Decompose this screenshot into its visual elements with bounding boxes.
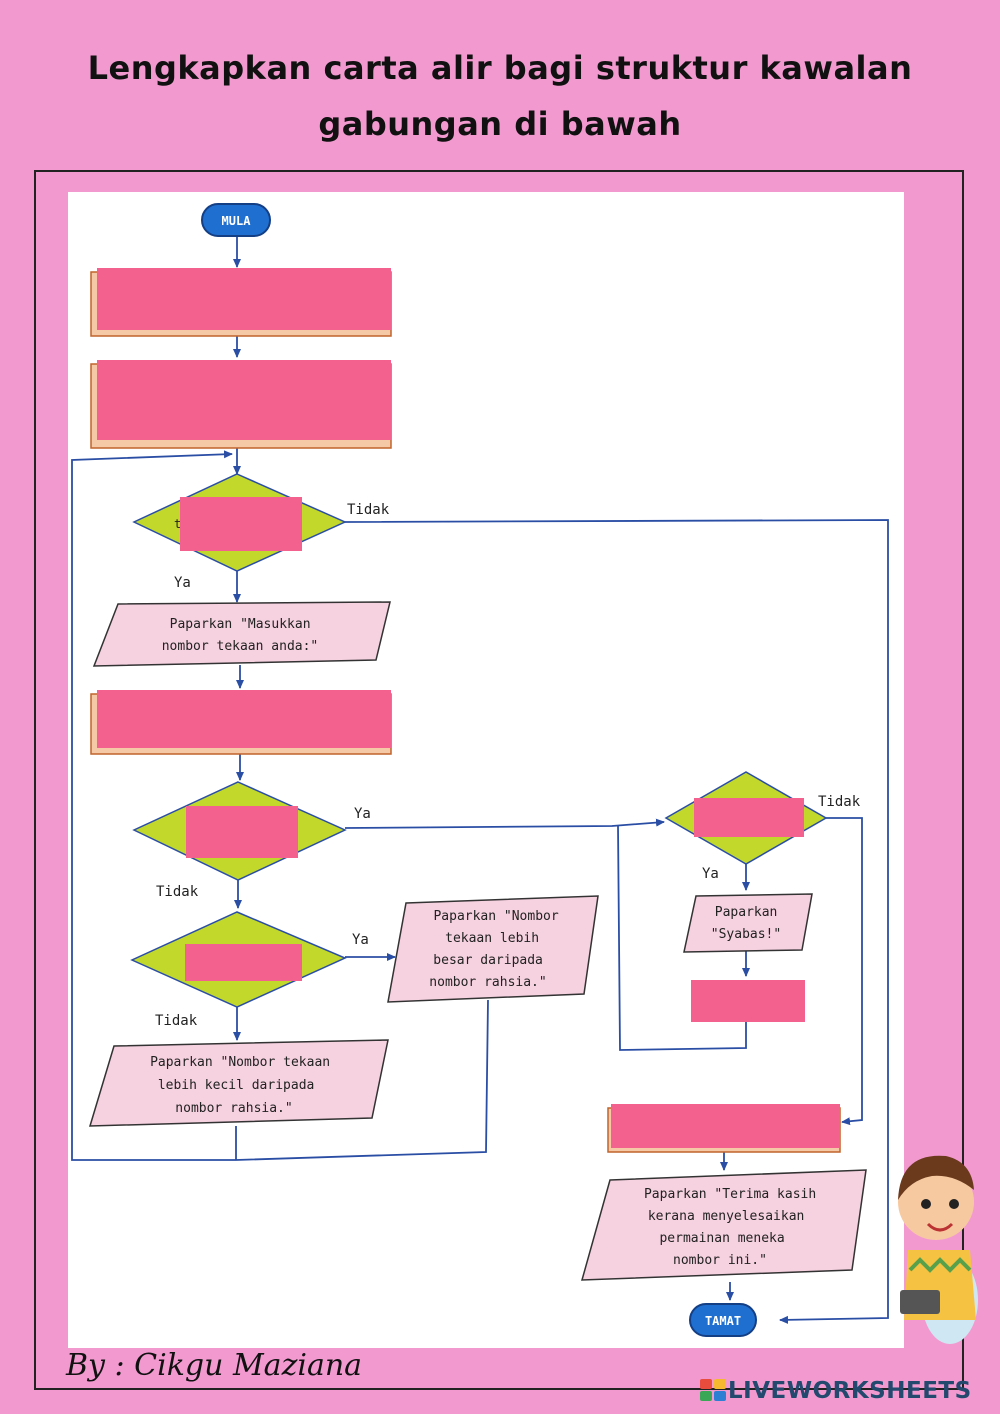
logo-icon [700,1379,726,1401]
kid-mascot-image [898,1155,978,1344]
page-title: Lengkapkan carta alir bagi struktur kawa… [60,40,940,152]
decision-syabas [664,771,828,865]
blank-decision-1[interactable] [180,497,302,551]
title-line-2: gabungan di bawah [318,105,682,143]
blank-decision-2[interactable] [186,806,298,858]
display-syabas-box: Paparkan "Syabas!" [683,893,813,953]
author-credit: By : Cikgu Maziana [66,1348,363,1383]
bigger-line-2: tekaan lebih [445,931,539,946]
bigger-line-1: Paparkan "Nombor [433,909,558,924]
display-thanks-box: Paparkan "Terima kasih kerana menyelesai… [581,1169,867,1281]
liveworksheets-logo: LIVEWORKSHEETS [700,1378,972,1404]
display-prompt-box: Paparkan "Masukkan nombor tekaan anda:" [92,601,391,667]
start-label: MULA [222,214,252,228]
label-yes-1: Ya [174,575,191,591]
smaller-line-3: nombor rahsia." [175,1101,292,1116]
blank-decision-4[interactable] [694,798,804,837]
prompt-line-2: nombor tekaan anda:" [162,639,319,654]
prompt-line-1: Paparkan "Masukkan [170,617,311,632]
title-line-1: Lengkapkan carta alir bagi struktur kawa… [87,49,913,87]
smaller-line-2: lebih kecil daripada [158,1078,315,1093]
display-smaller-box: Paparkan "Nombor tekaan lebih kecil dari… [88,1039,389,1127]
blank-decision-3[interactable] [185,944,302,981]
bigger-line-4: nombor rahsia." [429,975,546,990]
end-label: TAMAT [705,1314,741,1328]
svg-text:Paparkan "Nombor tekaan: Paparkan "Nombor tekaan lebih kecil dari… [150,1055,338,1116]
label-yes-3: Ya [352,932,369,948]
blank-box-1[interactable] [90,268,392,337]
svg-text:Paparkan "Masukkan nombo: Paparkan "Masukkan nombor tekaan anda:" [162,617,319,654]
decision-bigger [130,911,347,1008]
label-yes-4: Ya [702,866,719,882]
worksheet-frame [34,170,964,1390]
label-yes-2: Ya [354,806,371,822]
end-terminal: TAMAT [689,1303,757,1337]
display-bigger-box: Paparkan "Nombor tekaan lebih besar dari… [387,895,599,1003]
thanks-line-4: nombor ini." [673,1253,767,1268]
decision-partial-text: t [174,517,181,531]
syabas-line-2: "Syabas!" [711,927,781,942]
label-no-2: Tidak [156,884,199,900]
blank-box-3[interactable] [90,690,392,755]
brand-text: LIVEWORKSHEETS [728,1378,972,1404]
label-no-1: Tidak [347,502,390,518]
svg-text:Paparkan "Syabas!": Paparkan "Syabas!" [711,905,785,942]
svg-text:Paparkan "Nombor tekaan: Paparkan "Nombor tekaan lebih besar dari… [429,909,566,990]
smaller-line-1: Paparkan "Nombor tekaan [150,1055,330,1070]
label-no-3: Tidak [155,1013,198,1029]
decision-loop: t [132,473,347,572]
bigger-line-3: besar daripada [433,953,543,968]
label-no-4: Tidak [818,794,861,810]
svg-text:Paparkan "Terima kasih k: Paparkan "Terima kasih kerana menyelesai… [644,1187,824,1268]
thanks-line-1: Paparkan "Terima kasih [644,1187,816,1202]
blank-box-4[interactable] [691,980,805,1022]
syabas-line-1: Paparkan [715,905,778,920]
decision-equal [132,781,347,881]
connectors [71,236,889,1324]
start-terminal: MULA [201,203,271,237]
blank-box-2[interactable] [90,360,392,449]
blank-box-5[interactable] [607,1104,841,1153]
thanks-line-3: permainan meneka [659,1231,784,1246]
thanks-line-2: kerana menyelesaikan [648,1209,805,1224]
